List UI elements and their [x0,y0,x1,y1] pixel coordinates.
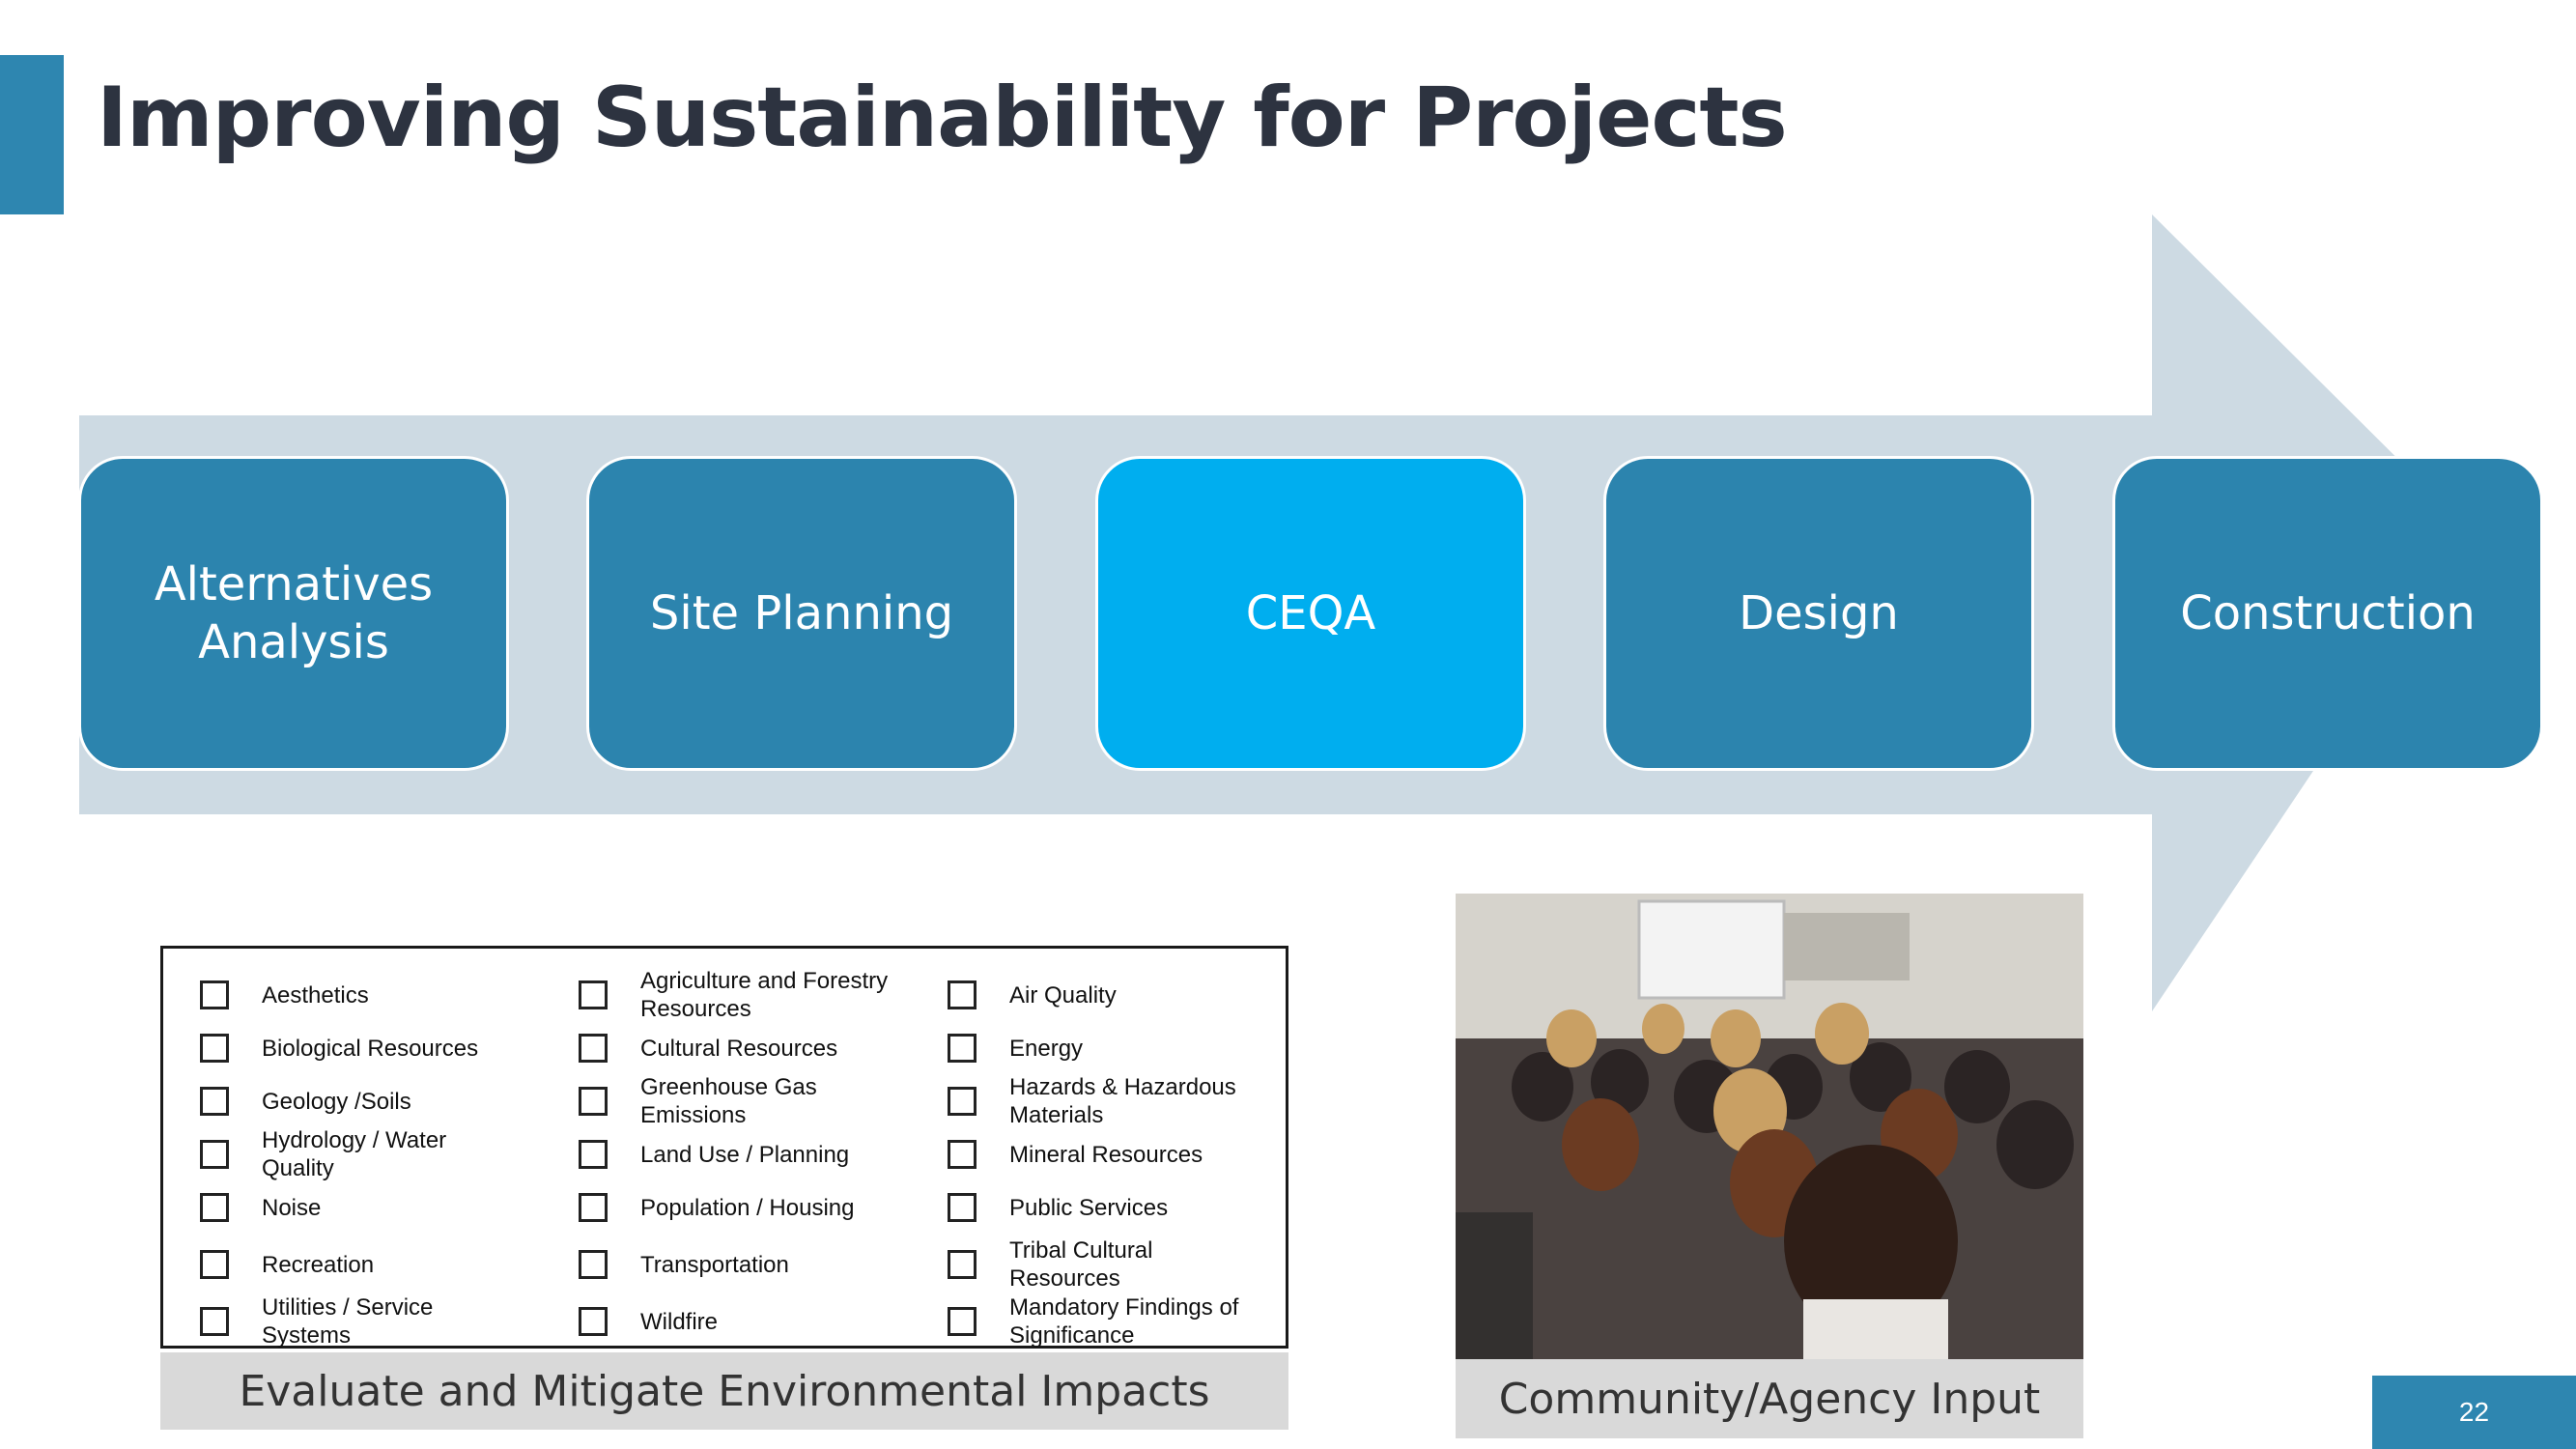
checklist-item: Population / Housing [579,1179,901,1236]
checkbox[interactable] [579,1034,608,1063]
checkbox[interactable] [948,1307,977,1336]
checklist-item: Greenhouse Gas Emissions [579,1073,901,1129]
checklist-caption: Evaluate and Mitigate Environmental Impa… [160,1352,1288,1430]
checklist-item-label: Population / Housing [640,1194,855,1221]
process-step-ceqa: CEQA [1095,456,1526,771]
checklist-item-label: Biological Resources [262,1035,479,1062]
checklist-item-label: Hazards & Hazardous Materials [1009,1074,1236,1128]
checklist-item-label: Mandatory Findings of Significance [1009,1294,1239,1349]
checklist-item: Recreation [200,1236,523,1293]
checkbox[interactable] [579,1087,608,1116]
checklist-item-label: Greenhouse Gas Emissions [640,1074,817,1128]
checkbox[interactable] [200,1307,229,1336]
checkbox[interactable] [200,1250,229,1279]
process-step-alternatives-analysis: Alternatives Analysis [78,456,509,771]
checkbox[interactable] [948,1034,977,1063]
checklist-item: Aesthetics [200,967,523,1023]
checklist-item-label: Utilities / Service Systems [262,1294,434,1349]
checklist-item-label: Noise [262,1194,322,1221]
checklist-item: Utilities / Service Systems [200,1293,523,1350]
checkbox[interactable] [200,980,229,1009]
process-step-construction: Construction [2112,456,2543,771]
checkbox[interactable] [579,1193,608,1222]
checklist-item: Tribal Cultural Resources [948,1236,1260,1293]
checklist-item-label: Geology /Soils [262,1088,411,1115]
checklist-item: Wildfire [579,1293,901,1350]
process-step-site-planning: Site Planning [586,456,1017,771]
checklist-item-label: Land Use / Planning [640,1141,850,1168]
checkbox[interactable] [200,1034,229,1063]
checklist-item-label: Air Quality [1009,981,1117,1009]
checklist-item-label: Agriculture and Forestry Resources [640,968,889,1022]
checklist-item: Energy [948,1020,1260,1076]
checklist-item: Hydrology / Water Quality [200,1126,523,1182]
checkbox[interactable] [579,1307,608,1336]
checklist-item-label: Public Services [1009,1194,1169,1221]
process-step-design: Design [1603,456,2034,771]
checkbox[interactable] [579,980,608,1009]
checklist-item-label: Aesthetics [262,981,369,1009]
checklist-item: Mineral Resources [948,1126,1260,1182]
checklist-item: Noise [200,1179,523,1236]
checkbox[interactable] [579,1250,608,1279]
slide-title: Improving Sustainability for Projects [97,70,1788,166]
page-number: 22 [2372,1376,2576,1449]
checklist-item: Hazards & Hazardous Materials [948,1073,1260,1129]
checklist-item: Cultural Resources [579,1020,901,1076]
checkbox[interactable] [948,1193,977,1222]
checkbox[interactable] [200,1140,229,1169]
checklist-item-label: Energy [1009,1035,1084,1062]
community-meeting-photo [1456,894,2083,1359]
checkbox[interactable] [200,1193,229,1222]
checklist-item: Agriculture and Forestry Resources [579,967,901,1023]
checkbox[interactable] [948,980,977,1009]
checklist-item: Biological Resources [200,1020,523,1076]
checklist-item: Transportation [579,1236,901,1293]
checkbox[interactable] [948,1250,977,1279]
checklist-item-label: Recreation [262,1251,375,1278]
title-accent-bar [0,55,64,214]
checklist-item: Air Quality [948,967,1260,1023]
checklist-item-label: Wildfire [640,1308,719,1335]
checklist-item: Land Use / Planning [579,1126,901,1182]
checkbox[interactable] [579,1140,608,1169]
checkbox[interactable] [200,1087,229,1116]
checklist-item-label: Mineral Resources [1009,1141,1203,1168]
checkbox[interactable] [948,1140,977,1169]
checklist-item-label: Tribal Cultural Resources [1009,1237,1153,1292]
checklist-item-label: Cultural Resources [640,1035,838,1062]
checklist-item: Geology /Soils [200,1073,523,1129]
checklist-item-label: Hydrology / Water Quality [262,1127,447,1181]
checklist-item-label: Transportation [640,1251,789,1278]
checkbox[interactable] [948,1087,977,1116]
checklist-item: Mandatory Findings of Significance [948,1293,1260,1350]
photo-caption: Community/Agency Input [1456,1359,2083,1438]
checklist-item: Public Services [948,1179,1260,1236]
